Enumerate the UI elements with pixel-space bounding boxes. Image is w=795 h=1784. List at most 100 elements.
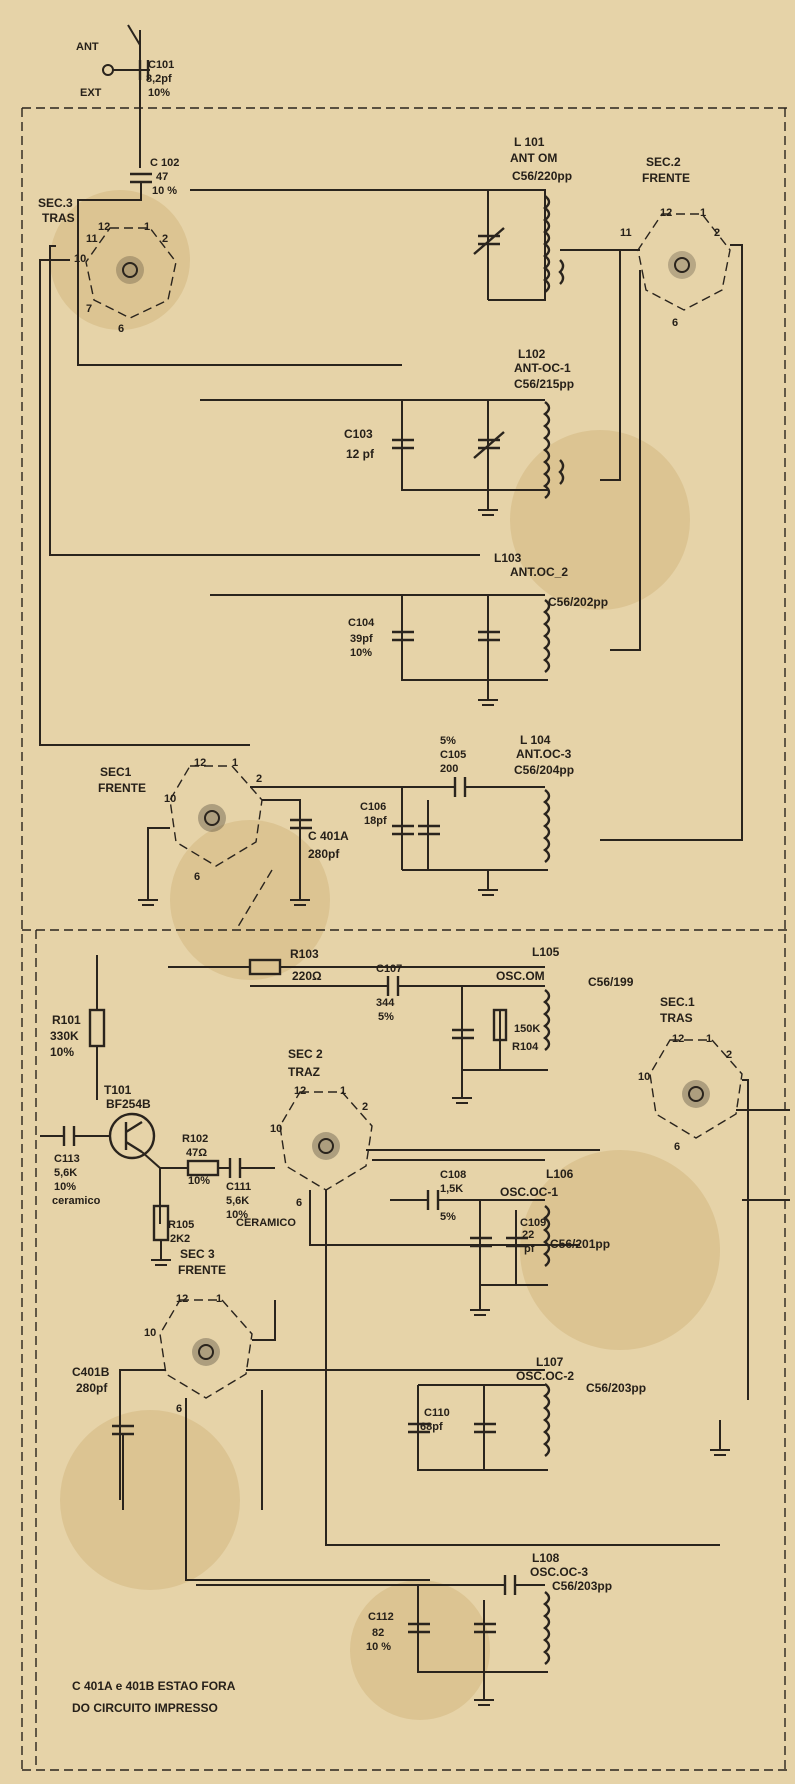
t101-part: BF254B [106, 1097, 151, 1111]
switch-sec2-frente: SEC.2 FRENTE 12 1 2 11 6 [560, 155, 743, 841]
c105-tol: 5% [440, 735, 456, 747]
l107-ref: L107 [536, 1355, 564, 1369]
c101-value: 8,2pf [146, 73, 172, 85]
l104-name: ANT.OC-3 [516, 747, 572, 761]
antenna-label: ANT [76, 41, 99, 53]
l103-name: ANT.OC_2 [510, 565, 568, 579]
l102-part: C56/215pp [514, 377, 574, 391]
c101-tol: 10% [148, 87, 170, 99]
r105-ref: R105 [168, 1219, 194, 1231]
switch-sec2-traz: SEC 2 TRAZ 12 1 2 10 6 [270, 1047, 720, 1546]
l105-ref: L105 [532, 945, 560, 959]
sec1-tras-pin-7: 6 [674, 1141, 680, 1153]
sec3-tras-pin-8: 7 [86, 303, 92, 315]
c105-ref: C105 [440, 749, 466, 761]
sec3-tras-title: SEC.3 [38, 196, 73, 210]
c108-tol: 5% [440, 1211, 456, 1223]
sec3-tras-pin-12: 12 [98, 221, 110, 233]
l108-name: OSC.OC-3 [530, 1565, 588, 1579]
r104-value: 150K [514, 1023, 540, 1035]
c109-ref: C109 [520, 1217, 546, 1229]
sec3-tras-side: TRAS [42, 211, 75, 225]
sec1-frente-pin-7: 6 [194, 871, 200, 883]
switch-sec1-frente: SEC1 FRENTE 12 1 2 10 6 C 401A 280pf [98, 757, 349, 906]
l107-part: C56/203pp [586, 1381, 646, 1395]
sec2-frente-pin-11: 11 [620, 227, 632, 239]
sec1-tras-pin-12: 12 [672, 1033, 684, 1045]
l102-name: ANT-OC-1 [514, 361, 571, 375]
sec1-tras-pin-1: 1 [706, 1033, 712, 1045]
sec2-traz-pin-12: 12 [294, 1085, 306, 1097]
c401a-value: 280pf [308, 847, 340, 861]
c111: C111 5,6K 10% CERAMICO [226, 1158, 296, 1229]
r104-body [492, 1008, 508, 1042]
sec3-frente-title: SEC 3 [180, 1247, 215, 1261]
l103: L103 ANT.OC_2 C56/202pp C104 39pf 10% [210, 551, 608, 706]
c111-value: 5,6K [226, 1195, 249, 1207]
sec1-frente-pin-10: 10 [164, 793, 176, 805]
c112-tol: 10 % [366, 1641, 391, 1653]
r105-value: 2K2 [170, 1233, 190, 1245]
c104-value: 39pf [350, 633, 373, 645]
l103-ref: L103 [494, 551, 522, 565]
l106-name: OSC.OC-1 [500, 1185, 558, 1199]
sec2-traz-side: TRAZ [288, 1065, 320, 1079]
c101-ref: C101 [148, 59, 174, 71]
l103-part: C56/202pp [548, 595, 608, 609]
l107-name: OSC.OC-2 [516, 1369, 574, 1383]
note-line-2: DO CIRCUITO IMPRESSO [72, 1701, 218, 1715]
l104: L 104 ANT.OC-3 C56/204pp 5% C105 200 C10… [250, 733, 574, 896]
c111-type: CERAMICO [236, 1217, 296, 1229]
sec1-tras-pin-2: 2 [726, 1049, 732, 1061]
c112-ref: C112 [368, 1611, 394, 1623]
sec1-tras-side: TRAS [660, 1011, 693, 1025]
l102-ref: L102 [518, 347, 546, 361]
r105: R105 2K2 [151, 1204, 194, 1266]
c101: C101 8,2pf 10% [146, 59, 174, 99]
sec3-frente-pin-12: 12 [176, 1293, 188, 1305]
c107-ref: C107 [376, 963, 402, 975]
l101-part: C56/220pp [512, 169, 572, 183]
r102: R102 47Ω 10% [182, 1133, 220, 1187]
c110-ref: C110 [424, 1407, 450, 1419]
sec2-traz-title: SEC 2 [288, 1047, 323, 1061]
l104-part: C56/204pp [514, 763, 574, 777]
l101: L 101 ANT OM C56/220pp [190, 135, 572, 301]
sec1-frente-side: FRENTE [98, 781, 146, 795]
l105-part: C56/199 [588, 975, 634, 989]
sec3-tras-pin-2: 2 [162, 233, 168, 245]
l104-ref: L 104 [520, 733, 551, 747]
l106-ref: L106 [546, 1167, 574, 1181]
c102-ref: C 102 [150, 157, 179, 169]
ext-label: EXT [80, 87, 102, 99]
sec2-traz-pin-7: 6 [296, 1197, 302, 1209]
r102-value: 47Ω [186, 1147, 207, 1159]
c111-ref: C111 [226, 1181, 251, 1193]
sec1-tras-title: SEC.1 [660, 995, 695, 1009]
r102-ref: R102 [182, 1133, 208, 1145]
c401b: C401B 280pf [72, 1365, 134, 1510]
sec3-tras-pin-7: 6 [118, 323, 124, 335]
l105: R103 220Ω L105 OSC.OM C56/199 C107 344 5… [168, 945, 634, 1104]
c102: C 102 47 10 % [77, 157, 402, 366]
antenna-terminal [102, 64, 114, 76]
l107: L107 OSC.OC-2 C56/203pp C110 68pf [408, 1355, 646, 1471]
r101-ref: R101 [52, 1013, 81, 1027]
sec1-frente-title: SEC1 [100, 765, 132, 779]
sec3-frente-pin-10: 10 [144, 1327, 156, 1339]
c104-tol: 10% [350, 647, 372, 659]
sec2-frente-pin-2: 2 [714, 227, 720, 239]
r103-body [248, 958, 282, 976]
c401b-ref: C401B [72, 1365, 110, 1379]
paper-texture [50, 190, 720, 1720]
l106-part: C56/201pp [550, 1237, 610, 1251]
sec2-frente-pin-1: 1 [700, 207, 706, 219]
c113-type: ceramico [52, 1195, 101, 1207]
c105-value: 200 [440, 763, 458, 775]
l108-part: C56/203pp [552, 1579, 612, 1593]
sec3-frente-pin-7: 6 [176, 1403, 182, 1415]
sec2-frente-title: SEC.2 [646, 155, 681, 169]
r104-ref: R104 [512, 1041, 539, 1053]
c110-value: 68pf [420, 1421, 443, 1433]
